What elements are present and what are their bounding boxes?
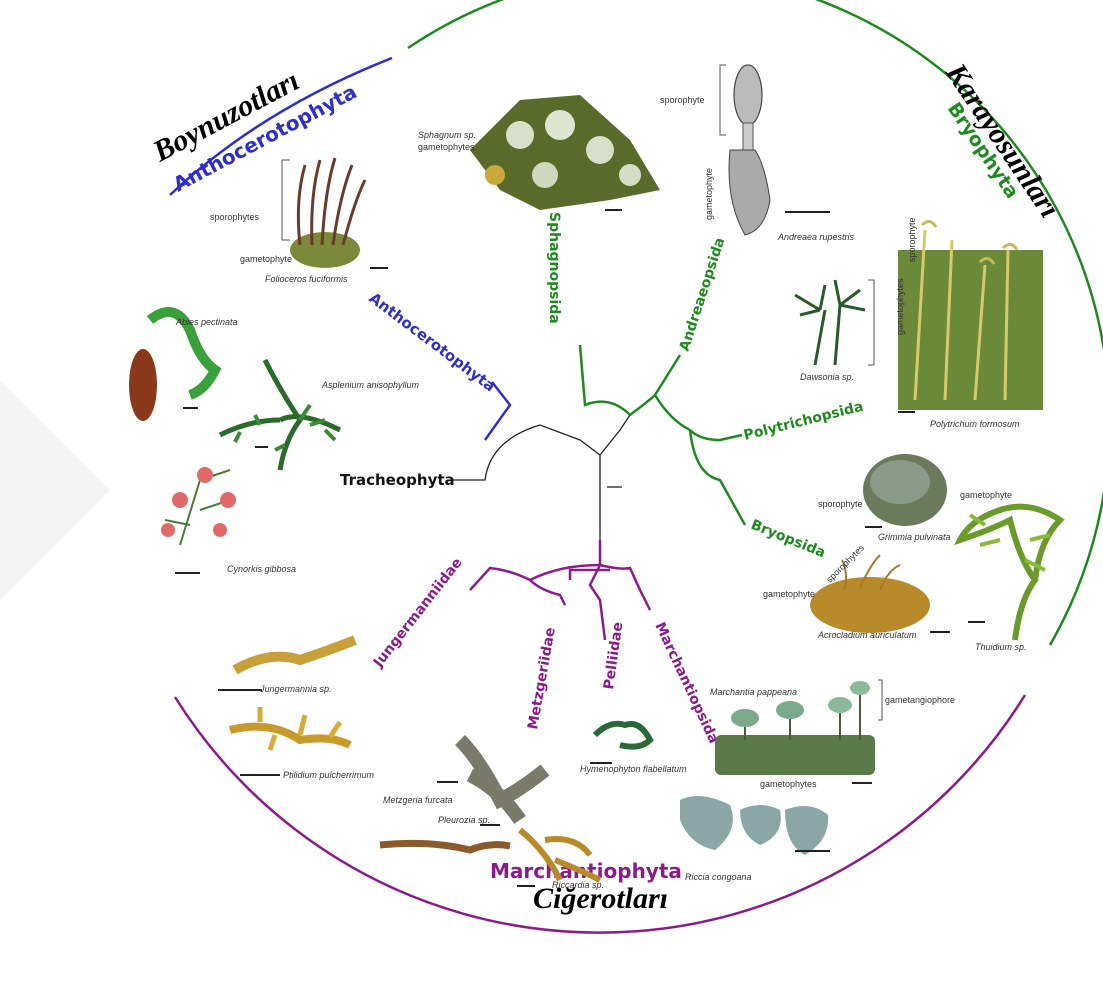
caption-dawsonia: Dawsonia sp. [800,372,854,382]
abies-illustration [129,312,215,421]
caption-gametophyte-acro: gametophyte [763,589,815,599]
caption-gametophytes-poly: gametophytes [895,278,905,335]
caption-gametangiophore: gametangiophore [885,695,955,705]
dawsonia-illustration [795,280,874,365]
label-metzgeriidae: Metzgeriidae [525,626,559,730]
folioceros-illustration [282,158,388,268]
caption-sporophytes-horn: sporophytes [210,212,260,222]
tree-branches [450,345,745,640]
caption-riccardia: Riccardia sp. [552,880,604,890]
label-sphagnopsida: Sphagnopsida [546,212,562,324]
caption-gametophytes-mar: gametophytes [760,779,817,789]
caption-gametophyte-horn: gametophyte [240,254,292,264]
caption-cynorkis: Cynorkis gibbosa [227,564,296,574]
ptilidium-illustration [230,707,350,775]
andreaea-illustration [720,65,830,235]
sphagnum-illustration [470,95,660,210]
caption-thuidium: Thuidium sp. [975,642,1027,652]
metzgeria-illustration [437,740,545,820]
caption-acrocladium: Acrocladium auriculatum [817,630,917,640]
cynorkis-illustration [161,467,236,573]
caption-ptilidium: Ptilidium pulcherrimum [283,770,375,780]
label-andreaeopsida: Andreaeopsida [677,236,729,354]
polytrichum-illustration [898,221,1043,412]
label-bryopsida: Bryopsida [749,517,828,561]
caption-asplenium: Asplenium anisophyllum [321,380,420,390]
caption-grimmia: Grimmia pulvinata [878,532,951,542]
caption-folioceros: Folioceros fuciformis [265,274,348,284]
riccia-illustration [680,796,830,855]
caption-marchantia: Marchantia pappeana [710,687,797,697]
pleurozia-illustration [380,825,510,850]
thuidium-illustration [960,507,1060,640]
caption-sporophyte-grim: sporophyte [818,499,863,509]
caption-jungermannia: Jungermannia sp. [259,684,332,694]
caption-pleurozia: Pleurozia sp. [438,815,490,825]
label-marchantiopsida: Marchantiopsida [651,620,721,746]
caption-sphagnum: Sphagnum sp. [418,130,476,140]
jungermannia-illustration [218,640,355,690]
caption-sporophyte-and: sporophyte [660,95,705,105]
asplenium-illustration [220,360,340,470]
caption-riccia: Riccia congoana [685,872,752,882]
caption-sporophyte-poly: sporophyte [907,217,917,262]
label-tracheophyta: Tracheophyta [340,471,455,489]
caption-gametophyte-thu: gametophyte [960,490,1012,500]
label-jungermanniidae: Jungermanniidae [370,555,466,671]
label-polytrichopsida: Polytrichopsida [742,399,865,444]
acrocladium-illustration [810,555,950,633]
caption-andreaea: Andreaea rupestris [777,232,855,242]
grimmia-illustration [863,454,947,527]
caption-abies: Abies pectinata [175,317,238,327]
caption-hymenophyton: Hymenophyton flabellatum [580,764,687,774]
caption-gametophyte-and: gametophyte [704,168,714,220]
caption-polytrichum: Polytrichum formosum [930,419,1020,429]
caption-sphagnum-gam: gametophytes [418,142,475,152]
caption-metzgeria: Metzgeria furcata [383,795,453,805]
hymenophyton-illustration [590,724,650,763]
